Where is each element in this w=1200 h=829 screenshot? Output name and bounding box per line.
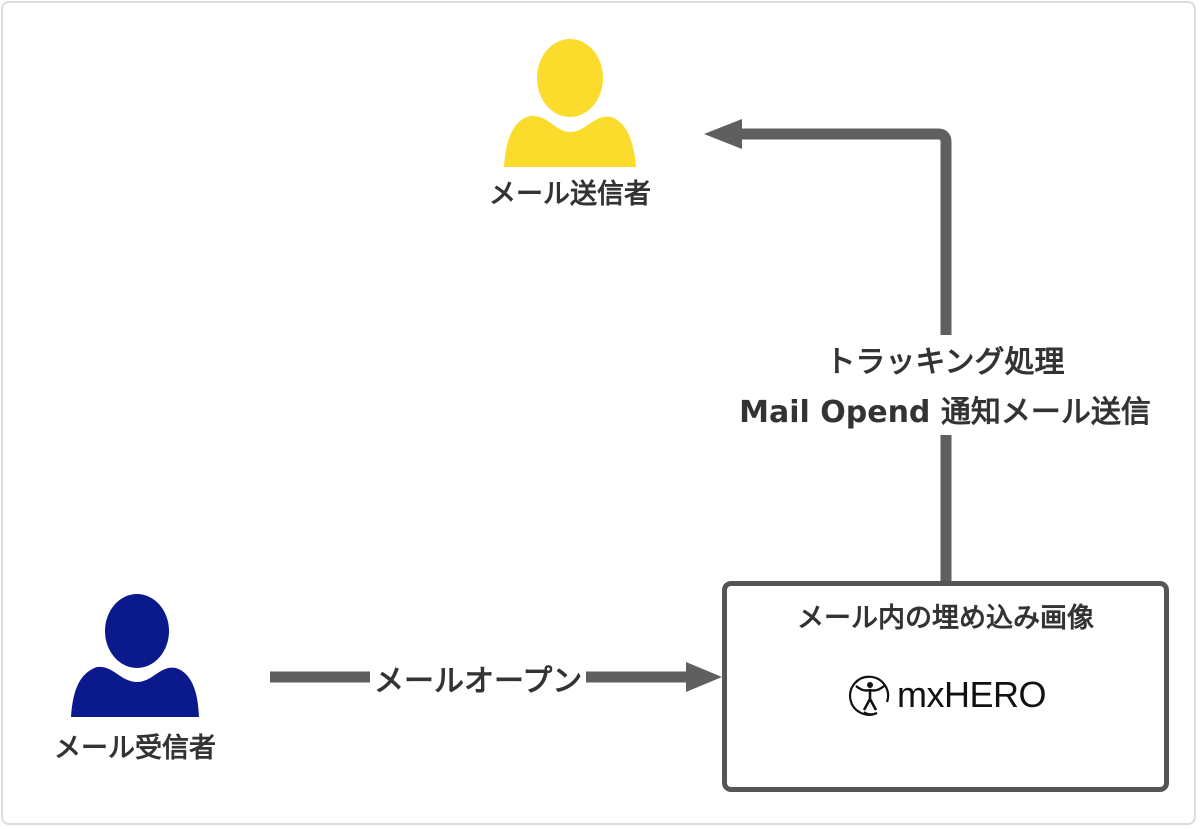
vitruvian-man-icon [849, 675, 890, 716]
tracking-arrow-label: トラッキング処理 Mail Opend 通知メール送信 [700, 338, 1190, 438]
open-arrow-label: メールオープン [370, 656, 587, 700]
tracking-arrow-head [704, 119, 742, 149]
tracking-label-line1: トラッキング処理 [825, 345, 1065, 380]
sender-label: メール送信者 [489, 179, 651, 210]
tracking-arrow-line [740, 128, 952, 581]
receiver-head [105, 594, 169, 668]
embedded-image-box: メール内の埋め込み画像 mxHERO [722, 581, 1169, 792]
receiver-label: メール受信者 [54, 733, 216, 764]
sender-head [537, 39, 603, 117]
embedded-image-box-title: メール内の埋め込み画像 [797, 603, 1094, 634]
mxhero-logo: mxHERO [847, 672, 1047, 718]
receiver-body [71, 666, 199, 717]
open-arrow-head [686, 662, 722, 692]
sender-person-icon [504, 39, 636, 167]
sender-body [504, 115, 636, 167]
tracking-label-line2: Mail Opend 通知メール送信 [739, 395, 1151, 430]
receiver-person-icon [71, 594, 199, 717]
tracking-label-bg [720, 335, 1180, 435]
mxhero-logo-text: mxHERO [897, 674, 1047, 715]
